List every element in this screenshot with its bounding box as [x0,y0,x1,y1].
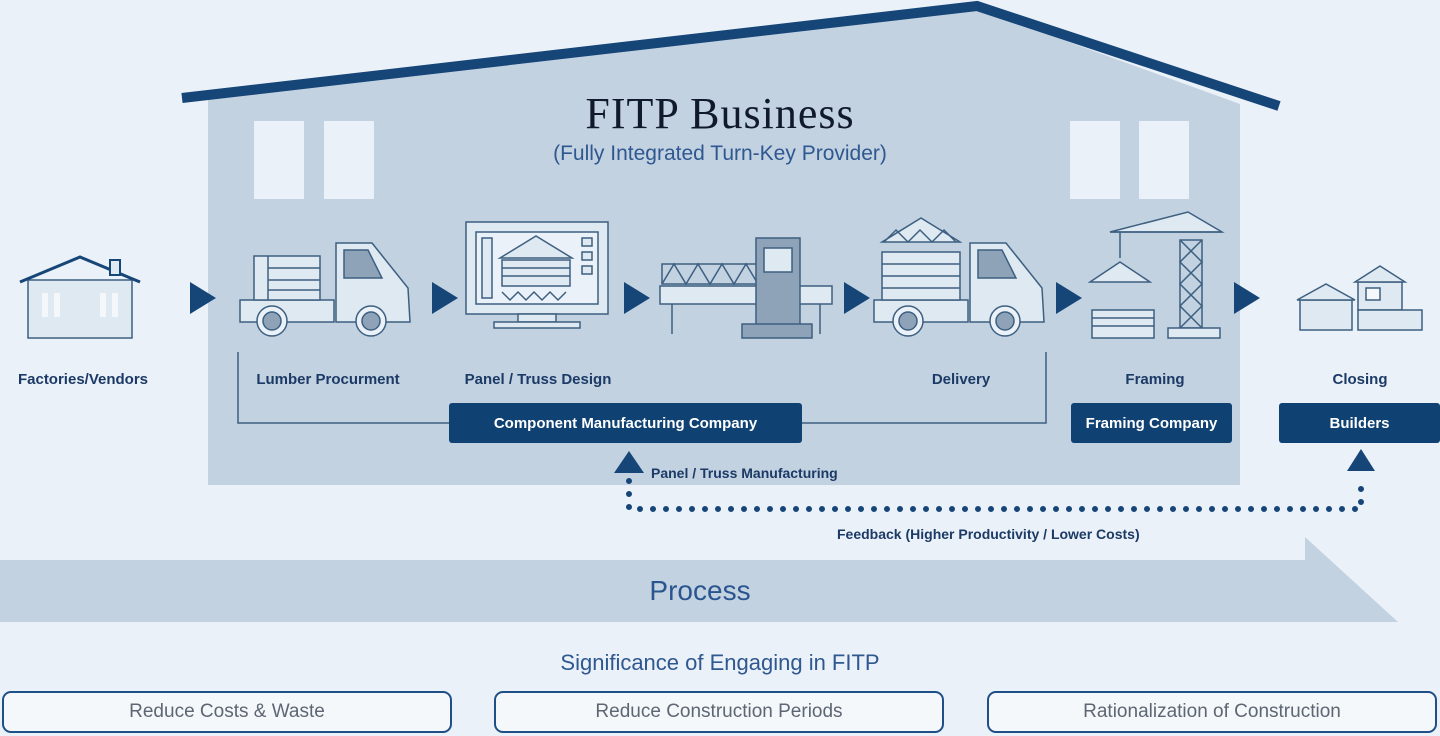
lumber-truck-icon [239,242,411,337]
feedback-loop [614,449,1375,512]
design-monitor-icon [465,221,609,329]
framing-crane-icon [1087,211,1225,339]
benefit-box: Rationalization of Construction [987,691,1437,733]
flow-arrow-icon [1234,282,1260,314]
factory-building-shape [208,8,1240,485]
manufacturing-machine-icon [659,237,833,339]
up-arrow-icon [614,451,644,473]
manufacturing-note: Panel / Truss Manufacturing [651,465,838,481]
component-manufacturing-company-box: Component Manufacturing Company [449,403,802,443]
stage-label-factories: Factories/Vendors [17,371,149,388]
stage-label-framing: Framing [1125,371,1185,388]
significance-title: Significance of Engaging in FITP [560,650,880,675]
stage-label-closing: Closing [1332,371,1388,388]
roof-line [181,0,1281,111]
up-arrow-icon [1347,449,1375,471]
flow-arrow-icon [1056,282,1082,314]
flow-arrow-icon [624,282,650,314]
diagram-title: FITP Business [585,89,855,138]
factory-house-icon [19,255,141,339]
flow-arrow-icon [844,282,870,314]
flow-arrows [190,282,1260,314]
feedback-note: Feedback (Higher Productivity / Lower Co… [837,526,1140,542]
flow-arrow-icon [432,282,458,314]
stage-label-lumber: Lumber Procurment [256,371,400,388]
benefit-box: Reduce Construction Periods [494,691,944,733]
stage-label-delivery: Delivery [931,371,991,388]
process-label: Process [649,575,751,606]
component-company-bracket [237,352,1047,424]
flow-arrow-icon [190,282,216,314]
framing-company-box: Framing Company [1071,403,1232,443]
diagram-subtitle: (Fully Integrated Turn-Key Provider) [553,142,887,165]
benefit-box: Reduce Costs & Waste [2,691,452,733]
closing-houses-icon [1296,265,1423,331]
building-windows [254,121,1189,199]
stage-label-design: Panel / Truss Design [464,371,612,388]
process-arrow-band [0,537,1398,622]
builders-box: Builders [1279,403,1440,443]
delivery-truck-icon [873,217,1045,337]
